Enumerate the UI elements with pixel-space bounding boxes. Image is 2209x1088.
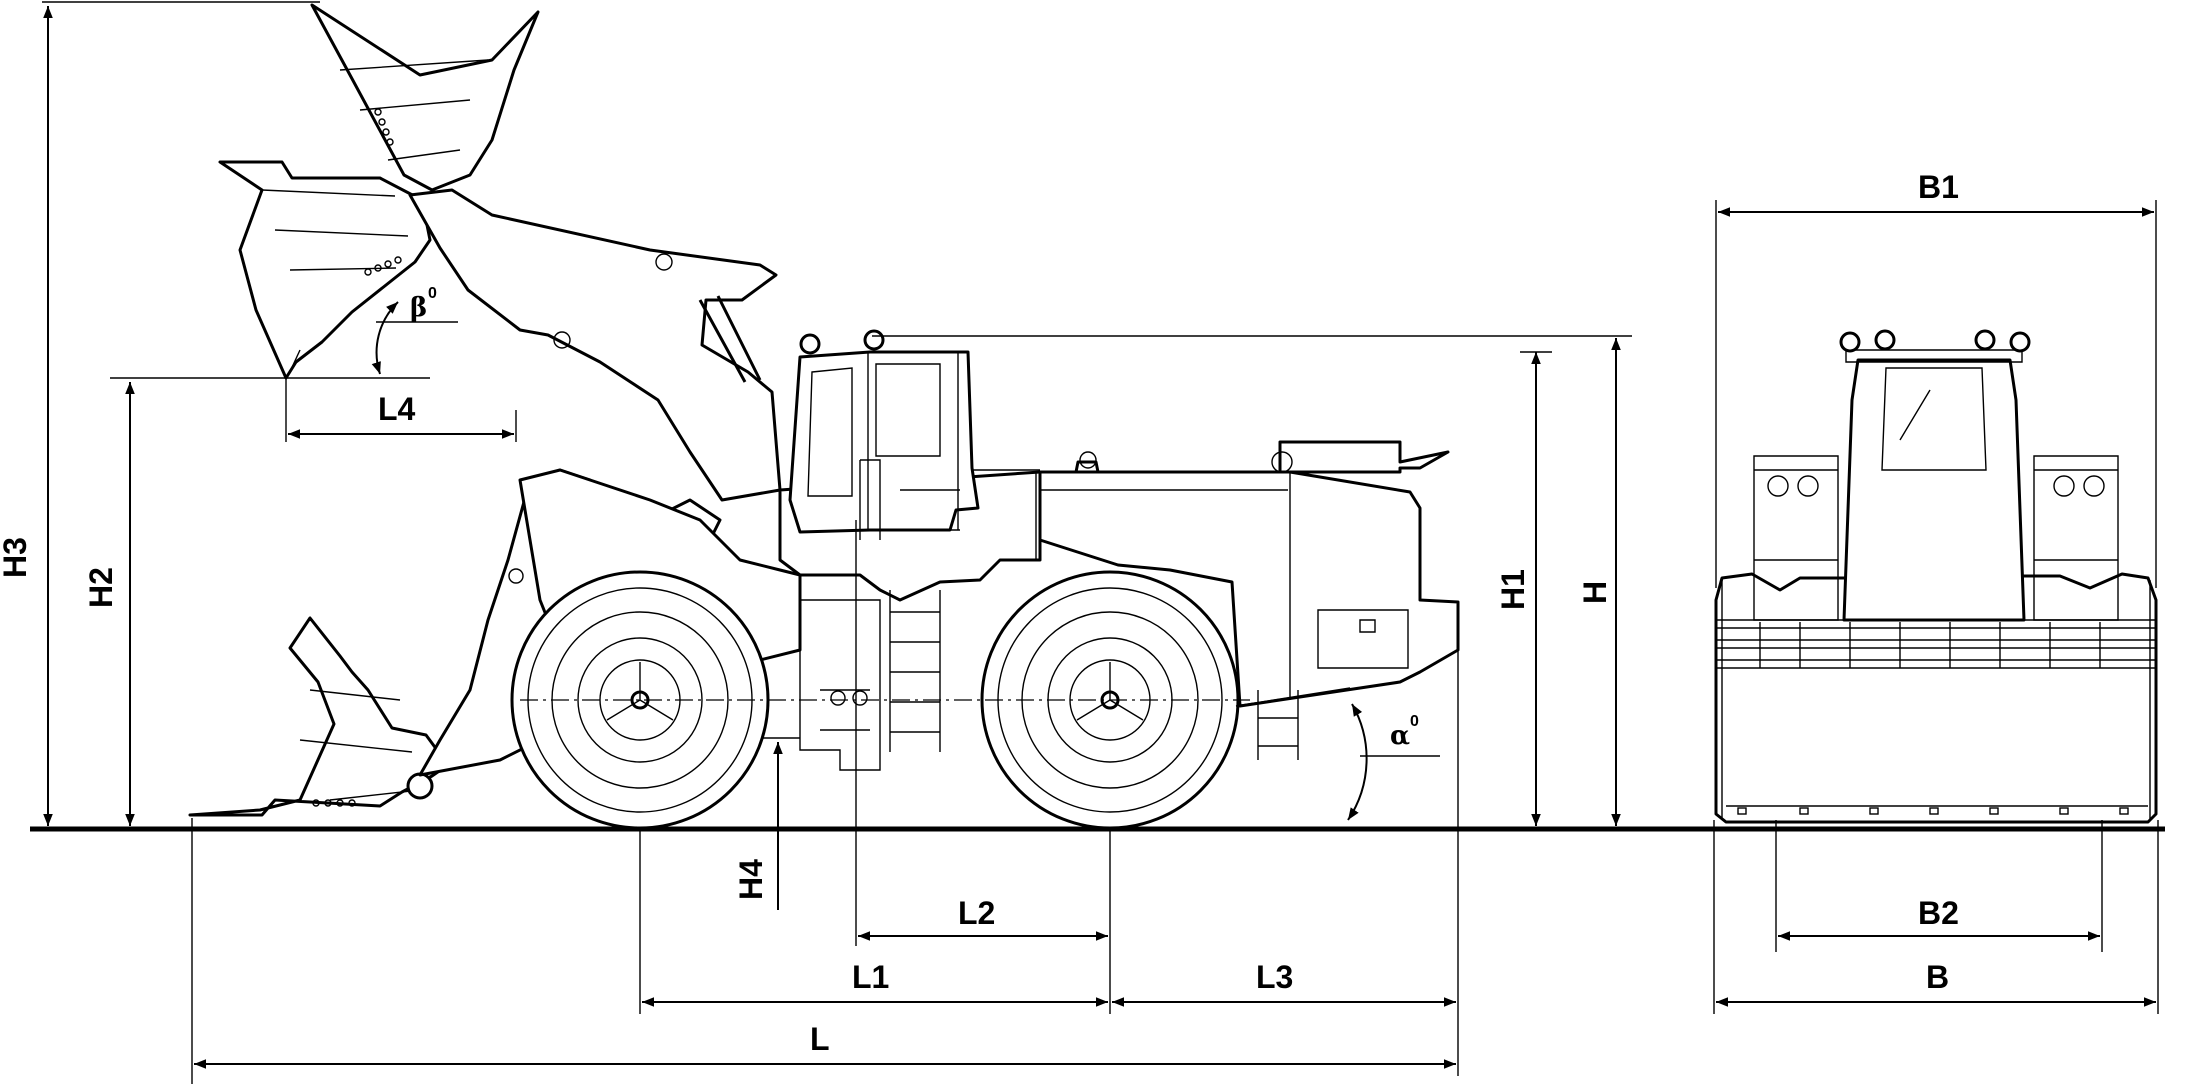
bucket-raised-max xyxy=(310,3,540,192)
loader-side-view xyxy=(188,3,1460,830)
dimension-L3: L3 xyxy=(1112,608,1459,1076)
label-L: L xyxy=(810,1021,830,1057)
dimension-H: H xyxy=(1577,338,1621,826)
dimension-L: L xyxy=(191,818,1456,1084)
dimension-L4: L4 xyxy=(285,378,517,442)
label-alpha: α xyxy=(1390,721,1410,751)
label-H: H xyxy=(1577,581,1613,604)
dimension-H2: H2 xyxy=(83,377,430,826)
label-L2: L2 xyxy=(958,895,995,931)
dimension-H3: H3 xyxy=(0,1,320,826)
operator-cab xyxy=(788,329,980,540)
label-H1: H1 xyxy=(1495,569,1531,610)
access-ladder xyxy=(889,590,941,752)
label-B2: B2 xyxy=(1918,895,1959,931)
dimension-B: B xyxy=(1713,820,2159,1014)
bucket-dump-position xyxy=(218,160,432,380)
bucket-ground-position xyxy=(188,616,450,817)
dimension-L2: L2 xyxy=(855,520,1111,1014)
label-H2: H2 xyxy=(83,567,119,608)
label-L4: L4 xyxy=(378,391,416,427)
engine-hood xyxy=(1038,470,1460,708)
label-B1: B1 xyxy=(1918,169,1959,205)
label-H4: H4 xyxy=(733,859,769,900)
label-B: B xyxy=(1926,959,1949,995)
label-H3: H3 xyxy=(0,537,33,578)
dimension-H4: H4 xyxy=(733,737,800,910)
label-L1: L1 xyxy=(852,959,889,995)
dimension-H1: H1 xyxy=(872,335,1632,826)
angle-alpha: α 0 xyxy=(1235,687,1440,821)
dimension-B1: B1 xyxy=(1715,169,2157,588)
label-beta: β xyxy=(410,293,427,323)
label-beta-degree: 0 xyxy=(428,285,437,302)
boom-arm-raised xyxy=(408,188,782,502)
dimension-B2: B2 xyxy=(1775,820,2103,952)
loader-front-view xyxy=(1714,329,2158,824)
label-alpha-degree: 0 xyxy=(1410,713,1419,730)
label-L3: L3 xyxy=(1256,959,1293,995)
dimension-L1: L1 xyxy=(639,828,1108,1014)
angle-beta: β 0 xyxy=(371,285,458,375)
